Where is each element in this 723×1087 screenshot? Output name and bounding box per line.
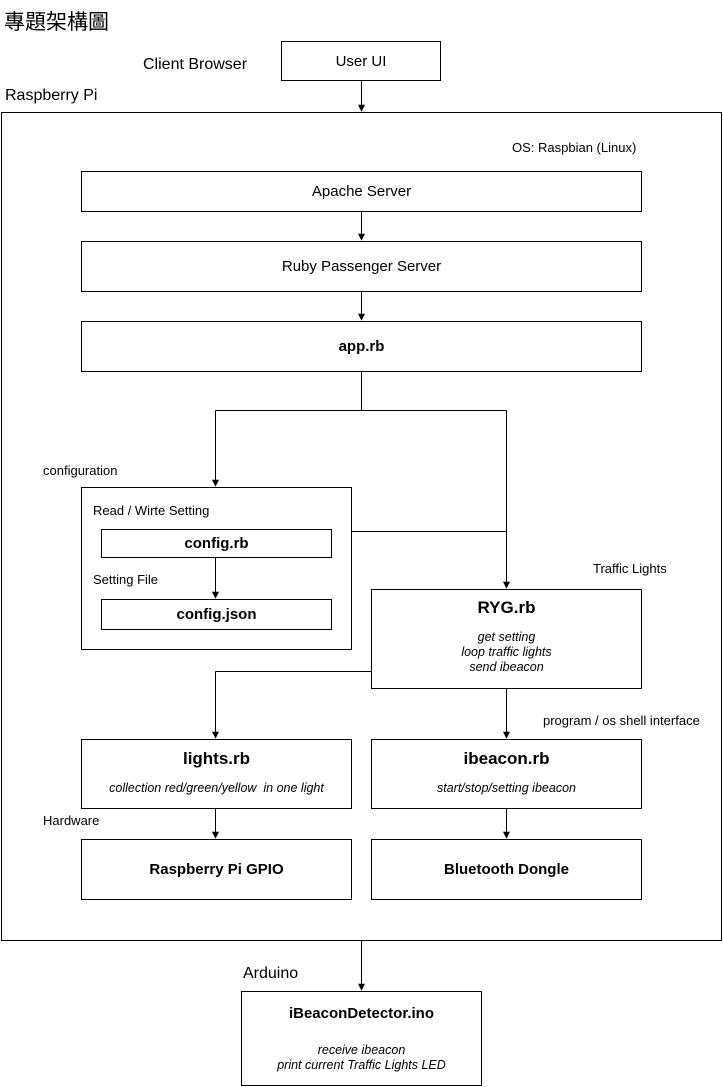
config-json-text: config.json [176, 606, 257, 623]
raspberry-pi-label: Raspberry Pi [5, 87, 98, 104]
lights-rb-box: lights.rb collection red/green/yellow in… [81, 739, 352, 809]
gpio-box: Raspberry Pi GPIO [81, 839, 352, 900]
program-interface-label: program / os shell interface [543, 713, 700, 728]
read-write-setting-label: Read / Wirte Setting [93, 503, 210, 518]
user-ui-box: User UI [281, 41, 441, 81]
apache-server-text: Apache Server [311, 183, 412, 200]
bluetooth-box: Bluetooth Dongle [371, 839, 642, 900]
hardware-label: Hardware [43, 813, 100, 828]
lights-rb-title: lights.rb [182, 749, 251, 768]
ryg-rb-line-3: send ibeacon [469, 660, 544, 674]
gpio-text: Raspberry Pi GPIO [149, 861, 284, 878]
detector-box: iBeaconDetector.ino receive ibeacon prin… [241, 991, 482, 1086]
traffic-lights-label: Traffic Lights [593, 561, 667, 576]
configuration-label: configuration [43, 463, 118, 478]
app-rb-text: app.rb [338, 338, 385, 355]
ibeacon-rb-box: ibeacon.rb start/stop/setting ibeacon [371, 739, 642, 809]
passenger-server-box: Ruby Passenger Server [81, 241, 642, 292]
apache-server-box: Apache Server [81, 171, 642, 212]
client-browser-label: Client Browser [143, 56, 248, 73]
detector-title: iBeaconDetector.ino [288, 1005, 435, 1022]
ibeacon-rb-desc: start/stop/setting ibeacon [437, 781, 576, 795]
passenger-server-text: Ruby Passenger Server [281, 258, 442, 275]
setting-file-label: Setting File [93, 572, 159, 587]
user-ui-text: User UI [335, 52, 387, 70]
bluetooth-text: Bluetooth Dongle [444, 861, 569, 878]
detector-line-1: receive ibeacon [317, 1043, 406, 1057]
config-rb-text: config.rb [184, 535, 249, 552]
config-rb-box: config.rb [101, 529, 332, 558]
config-json-box: config.json [101, 599, 332, 630]
ibeacon-rb-title: ibeacon.rb [463, 749, 550, 768]
ryg-rb-line-2: loop traffic lights [461, 645, 552, 659]
page-title: 專題架構圖 [4, 11, 109, 34]
lights-rb-desc: collection red/green/yellow in one light [109, 781, 324, 795]
ryg-rb-line-1: get setting [477, 630, 536, 644]
app-rb-box: app.rb [81, 321, 642, 372]
os-label: OS: Raspbian (Linux) [512, 140, 637, 155]
detector-line-2: print current Traffic Lights LED [277, 1058, 446, 1072]
ryg-rb-box: RYG.rb get setting loop traffic lights s… [371, 589, 642, 689]
arduino-label: Arduino [243, 965, 299, 982]
ryg-rb-title: RYG.rb [477, 598, 536, 617]
